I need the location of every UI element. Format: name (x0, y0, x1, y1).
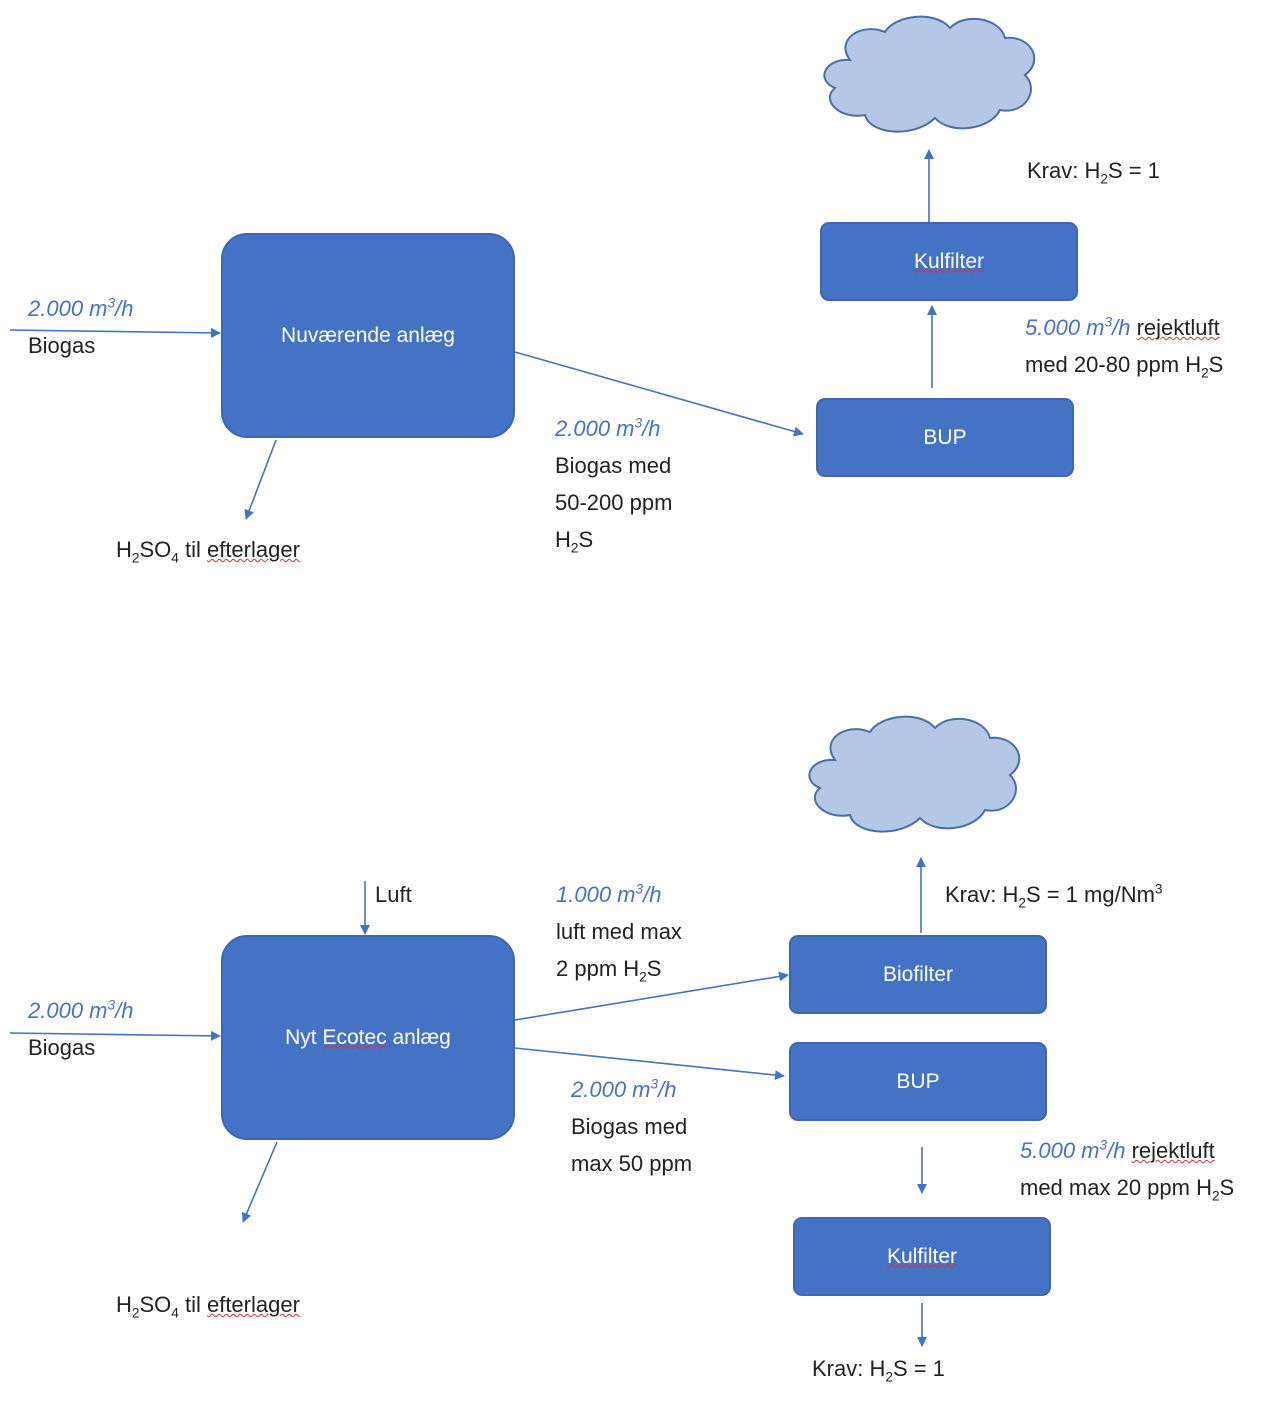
arrow-plant-to-bup-bottom (514, 1047, 785, 1081)
label-rejektluft-bottom: 5.000 m3/h rejektluft med max 20 ppm H2S (1020, 1132, 1234, 1206)
box-label: Biofilter (882, 962, 954, 986)
flow-description: med 20-80 ppm H2S (1025, 352, 1224, 381)
flow-rate: 5.000 m3/h rejektluft (1020, 1137, 1215, 1163)
flow-rate: 1.000 m3/h (556, 881, 662, 907)
flow-description-1: Biogas med (571, 1114, 688, 1139)
cloud-icon-top (823, 15, 1036, 133)
flow-description-2: max 50 ppm (571, 1151, 693, 1176)
arrow-plant-to-h2so4-bottom (241, 1141, 278, 1223)
flow-description: med max 20 ppm H2S (1020, 1175, 1235, 1204)
label-krav-kulfilter: Krav: H2S = 1 (812, 1356, 945, 1385)
flow-rate: 2.000 m3/h (28, 295, 134, 321)
process-box-kulfilter-bottom: Kulfilter (793, 1217, 1051, 1296)
label-biogas-to-bup-top: 2.000 m3/h Biogas med 50-200 ppm H2S (555, 410, 672, 558)
label-biogas-in-bottom: 2.000 m3/h Biogas (28, 992, 133, 1066)
flow-medium: Biogas (28, 333, 96, 358)
arrow-biogas-in-bottom (9, 1030, 221, 1041)
arrow-plant-to-bup-top (514, 351, 804, 437)
process-box-bup-bottom: BUP (789, 1042, 1047, 1121)
flow-rate: 5.000 m3/h rejektluft (1025, 314, 1220, 340)
box-label: Nuværende anlæg (281, 323, 455, 347)
label-h2so4-bottom: H2SO4 til efterlager (116, 1292, 300, 1321)
label-krav-biofilter: Krav: H2S = 1 mg/Nm3 (945, 881, 1163, 911)
box-label: Kulfilter (913, 249, 985, 273)
box-label: Nyt Ecotec anlæg (285, 1025, 451, 1049)
flow-description-1: luft med max (556, 919, 682, 944)
flow-description-1: Biogas med (555, 453, 672, 478)
process-box-biofilter: Biofilter (789, 935, 1047, 1014)
label-biogas-in-top: 2.000 m3/h Biogas (28, 290, 133, 364)
label-biogas-to-bup-bottom: 2.000 m3/h Biogas med max 50 ppm (571, 1071, 692, 1182)
arrow-biogas-in-top (9, 327, 221, 338)
process-box-kulfilter-top: Kulfilter (820, 222, 1078, 301)
box-label: BUP (896, 1069, 940, 1093)
label-h2so4-top: H2SO4 til efterlager (116, 537, 300, 566)
arrow-plant-to-h2so4-top (244, 439, 277, 520)
flow-description-2: 2 ppm H2S (556, 956, 662, 985)
box-label: Kulfilter (886, 1244, 958, 1268)
flow-rate: 2.000 m3/h (555, 415, 661, 441)
flow-medium: Biogas (28, 1035, 96, 1060)
label-krav-top: Krav: H2S = 1 (1027, 158, 1160, 187)
process-box-nyt-ecotec-anlaeg: Nyt Ecotec anlæg (221, 935, 515, 1140)
label-air-to-biofilter: 1.000 m3/h luft med max 2 ppm H2S (556, 876, 682, 987)
flow-description-3: H2S (555, 527, 594, 556)
arrow-plant-to-biofilter (514, 971, 789, 1021)
flow-description-2: 50-200 ppm (555, 490, 673, 515)
flow-rate: 2.000 m3/h (28, 997, 134, 1023)
process-box-bup-top: BUP (816, 398, 1074, 477)
box-label: BUP (923, 425, 967, 449)
label-luft: Luft (375, 882, 412, 907)
label-rejektluft-top: 5.000 m3/h rejektluft med 20-80 ppm H2S (1025, 309, 1223, 383)
flow-rate: 2.000 m3/h (571, 1076, 677, 1102)
process-box-nuvaerende-anlaeg: Nuværende anlæg (221, 233, 515, 438)
cloud-icon-bottom (808, 715, 1021, 833)
